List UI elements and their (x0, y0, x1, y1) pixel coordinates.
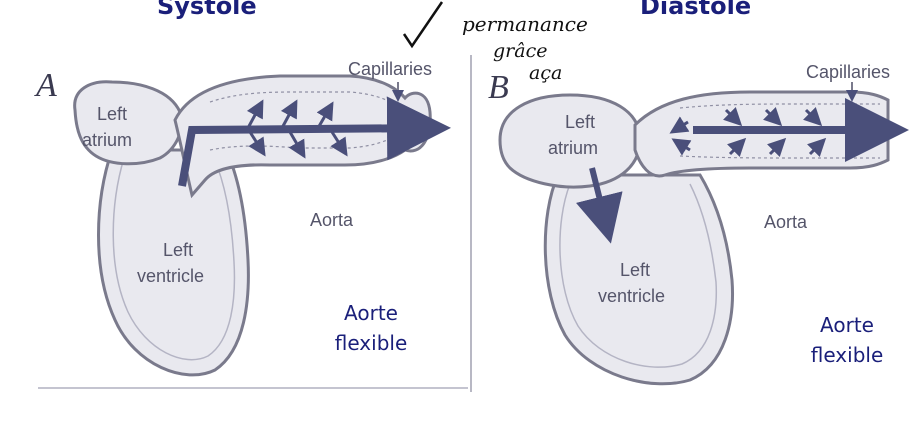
left-atrium-a (73, 80, 184, 166)
panel-letter-b: B (488, 69, 509, 106)
panel-a: A Capillaries Left atrium Left ventricle… (34, 59, 451, 377)
note-b-line1: Aorte (820, 313, 874, 337)
handwritten-note-line3: aça (529, 62, 563, 84)
ventricle-label-b-line2: ventricle (598, 286, 665, 306)
note-a: Aorte flexible (316, 298, 426, 358)
systole-heading: Systole (157, 0, 257, 20)
note-b: Aorte flexible (792, 310, 902, 370)
panel-b: B Capillaries Left atrium Left ventricle… (488, 62, 909, 386)
capillaries-label-b: Capillaries (806, 62, 890, 82)
panel-letter-a: A (34, 67, 57, 104)
wall-distension-arrows-a (246, 99, 348, 159)
ventricle-label-a-line2: ventricle (137, 266, 204, 286)
ventricle-label-a-line1: Left (163, 240, 193, 260)
left-atrium-b (498, 93, 642, 189)
atrium-label-a-line1: Left (97, 104, 127, 124)
capillaries-label-a: Capillaries (348, 59, 432, 79)
check-mark-icon (402, 1, 444, 49)
atrium-label-b-line1: Left (565, 112, 595, 132)
note-a-line2: flexible (334, 331, 408, 355)
note-b-line2: flexible (810, 343, 884, 367)
atrium-to-ventricle-arrow (575, 167, 623, 244)
handwritten-note-line1: permanance (462, 12, 588, 36)
aorta-label-b: Aorta (764, 212, 808, 232)
handwritten-note-line2: grâce (493, 40, 548, 62)
atrium-label-a-line2: atrium (82, 130, 132, 150)
atrium-label-b-line2: atrium (548, 138, 598, 158)
ventricle-label-b-line1: Left (620, 260, 650, 280)
aorta-label-a: Aorta (310, 210, 354, 230)
flow-arrow-a (178, 96, 451, 187)
note-a-line1: Aorte (344, 301, 398, 325)
wall-recoil-arrows-b (669, 107, 827, 157)
left-ventricle-a (97, 148, 250, 377)
diastole-heading: Diastole (640, 0, 752, 20)
